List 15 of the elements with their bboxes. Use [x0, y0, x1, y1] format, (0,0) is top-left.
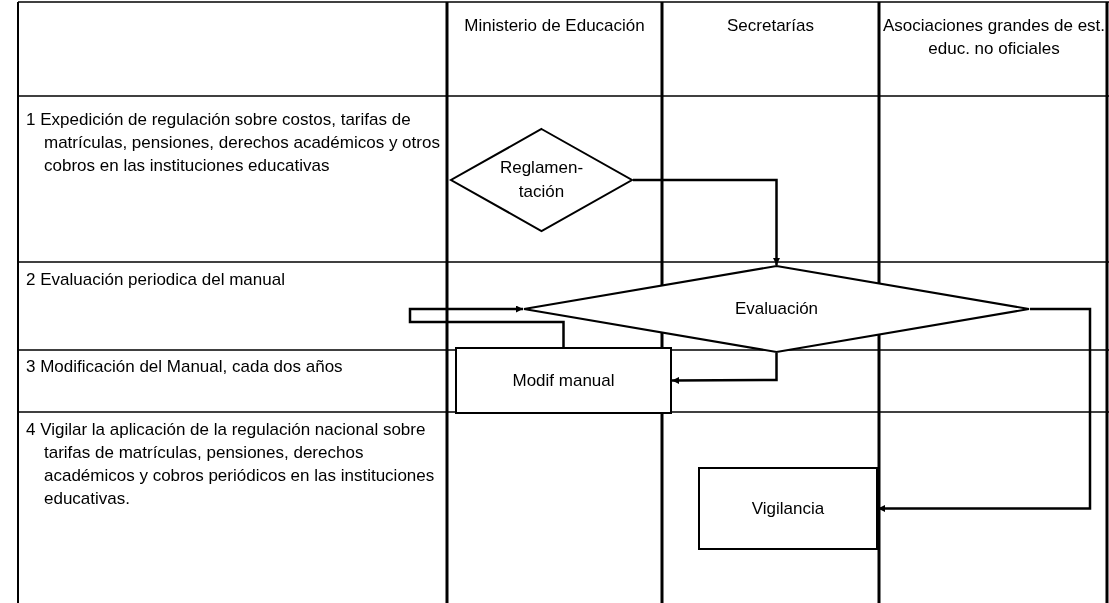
node-label: Evaluación	[734, 298, 819, 320]
column-header: Ministerio de Educación	[463, 15, 646, 37]
column-header: Secretarías	[726, 15, 815, 37]
node-label: Modif manual	[512, 369, 615, 392]
arrow	[878, 307, 1092, 512]
row-description: 3 Modificación del Manual, cada dos años	[26, 356, 344, 378]
arrow	[408, 305, 565, 347]
arrow	[672, 353, 778, 384]
row-description: 4 Vigilar la aplicación de la regulación nacional sobre tarifas de matrículas, pensiones, derechos académicos y cobros periódicos en las instituciones educativas.	[26, 419, 436, 510]
node-label: Vigilancia	[751, 497, 825, 520]
row-description: 2 Evaluación periodica del manual	[26, 269, 286, 291]
arrow	[633, 178, 780, 265]
column-header: Asociaciones grandes de est. educ. no oficiales	[881, 15, 1107, 60]
node-label: Reglamen-tación	[498, 157, 585, 203]
row-description: 1 Expedición de regulación sobre costos, tarifas de matrículas, pensiones, derechos académicos y otros cobros en las instituciones educativas	[26, 109, 441, 177]
